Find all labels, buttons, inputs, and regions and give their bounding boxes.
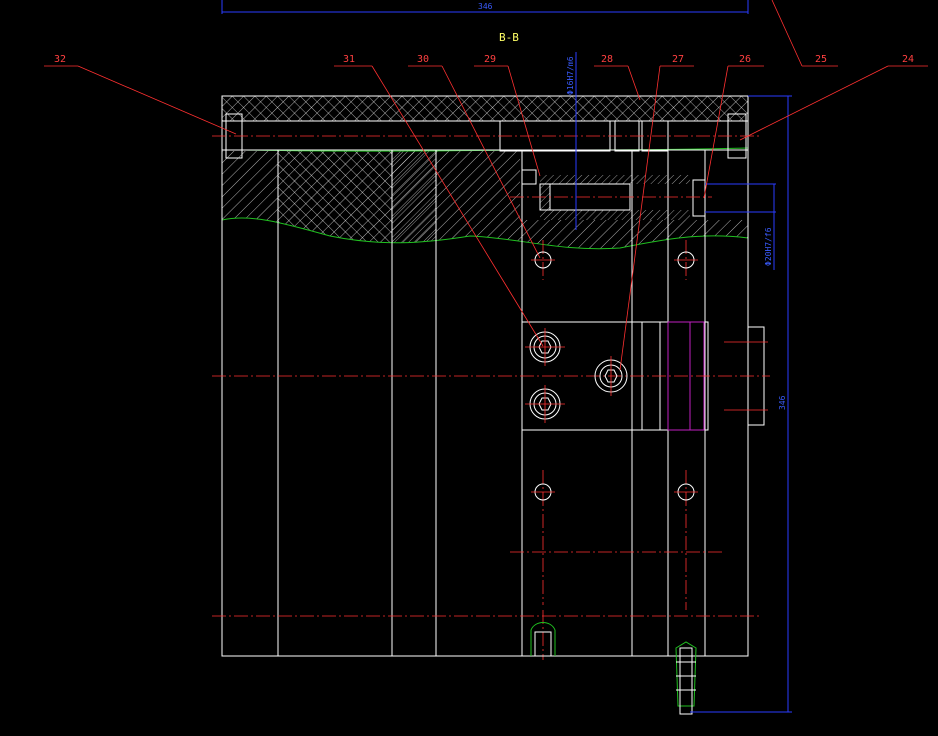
center-lines bbox=[212, 135, 770, 660]
lower-fit-text: Φ20H7/f6 bbox=[764, 227, 773, 266]
leader-29-label: 29 bbox=[484, 54, 496, 65]
leader-27-label: 27 bbox=[672, 54, 684, 65]
leader-26-label: 26 bbox=[739, 54, 751, 65]
top-dimension-text: 346 bbox=[478, 2, 493, 11]
leader-25: 25 bbox=[771, 0, 838, 67]
right-dimension-text: 346 bbox=[778, 395, 787, 410]
leader-32: 32 bbox=[44, 54, 237, 135]
leader-32-label: 32 bbox=[54, 54, 66, 65]
screw-lower bbox=[525, 385, 565, 423]
leader-31-label: 31 bbox=[343, 54, 355, 65]
pin-mid-left bbox=[531, 483, 555, 501]
pin-mid-right bbox=[674, 483, 698, 501]
water-fitting-right bbox=[675, 641, 697, 715]
leader-27: 27 bbox=[619, 54, 694, 371]
screw-symbols bbox=[525, 251, 698, 715]
leader-30: 30 bbox=[408, 54, 541, 259]
right-dimensions: 346 Φ20H7/f6 Φ16H7/m6 bbox=[566, 52, 792, 713]
break-line bbox=[221, 217, 749, 250]
view-title: B-B bbox=[499, 31, 519, 44]
screw-upper bbox=[525, 328, 565, 366]
leader-30-label: 30 bbox=[417, 54, 429, 65]
leader-29: 29 bbox=[474, 54, 541, 177]
screw-center bbox=[594, 356, 628, 396]
leader-25-label: 25 bbox=[815, 54, 827, 65]
leader-31: 31 bbox=[334, 54, 544, 347]
top-dimension: 346 bbox=[221, 0, 749, 14]
leader-28-label: 28 bbox=[601, 54, 613, 65]
leader-24-label: 24 bbox=[902, 54, 914, 65]
water-fitting-left bbox=[530, 622, 556, 657]
upper-fit-text: Φ16H7/m6 bbox=[566, 56, 575, 95]
pin-top-right bbox=[674, 251, 698, 269]
leaders: 32 31 30 29 28 27 26 bbox=[44, 0, 928, 371]
leader-28: 28 bbox=[594, 54, 641, 101]
hatched-section bbox=[222, 96, 748, 249]
pin-top-left bbox=[531, 251, 555, 269]
leader-24: 24 bbox=[739, 54, 928, 141]
leader-26: 26 bbox=[703, 54, 764, 199]
